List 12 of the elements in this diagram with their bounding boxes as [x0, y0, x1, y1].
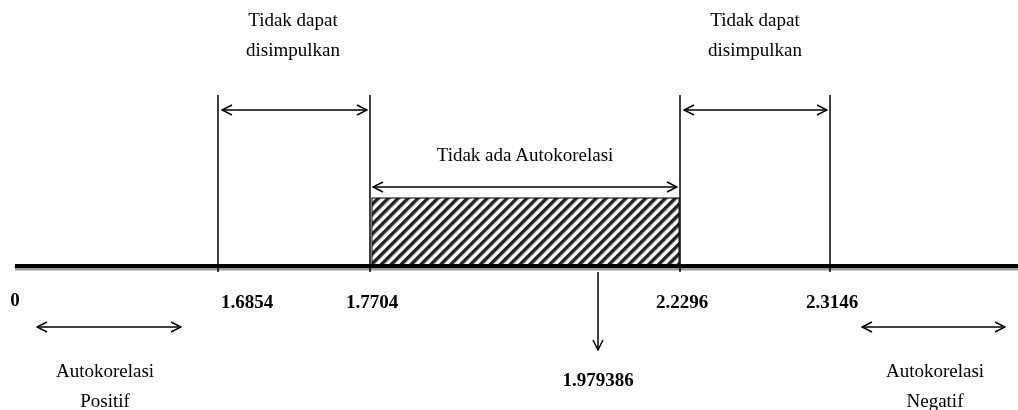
leader-arrow [592, 271, 604, 351]
tick-label: 1.7704 [344, 290, 400, 314]
region-label: Tidak dapat disimpulkan [707, 8, 803, 62]
region-label: Tidak dapat disimpulkan [245, 8, 341, 62]
tick-label: 2.2296 [654, 290, 710, 314]
tick-label: 0 [9, 288, 21, 312]
region-label: Autokorelasi Positif [54, 359, 156, 410]
hatched-region [371, 197, 680, 267]
tick-label: 1.6854 [219, 290, 275, 314]
region-label: Tidak ada Autokorelasi [435, 143, 615, 167]
tick-label: 2.3146 [804, 290, 860, 314]
value-label: 1.979386 [538, 365, 658, 395]
